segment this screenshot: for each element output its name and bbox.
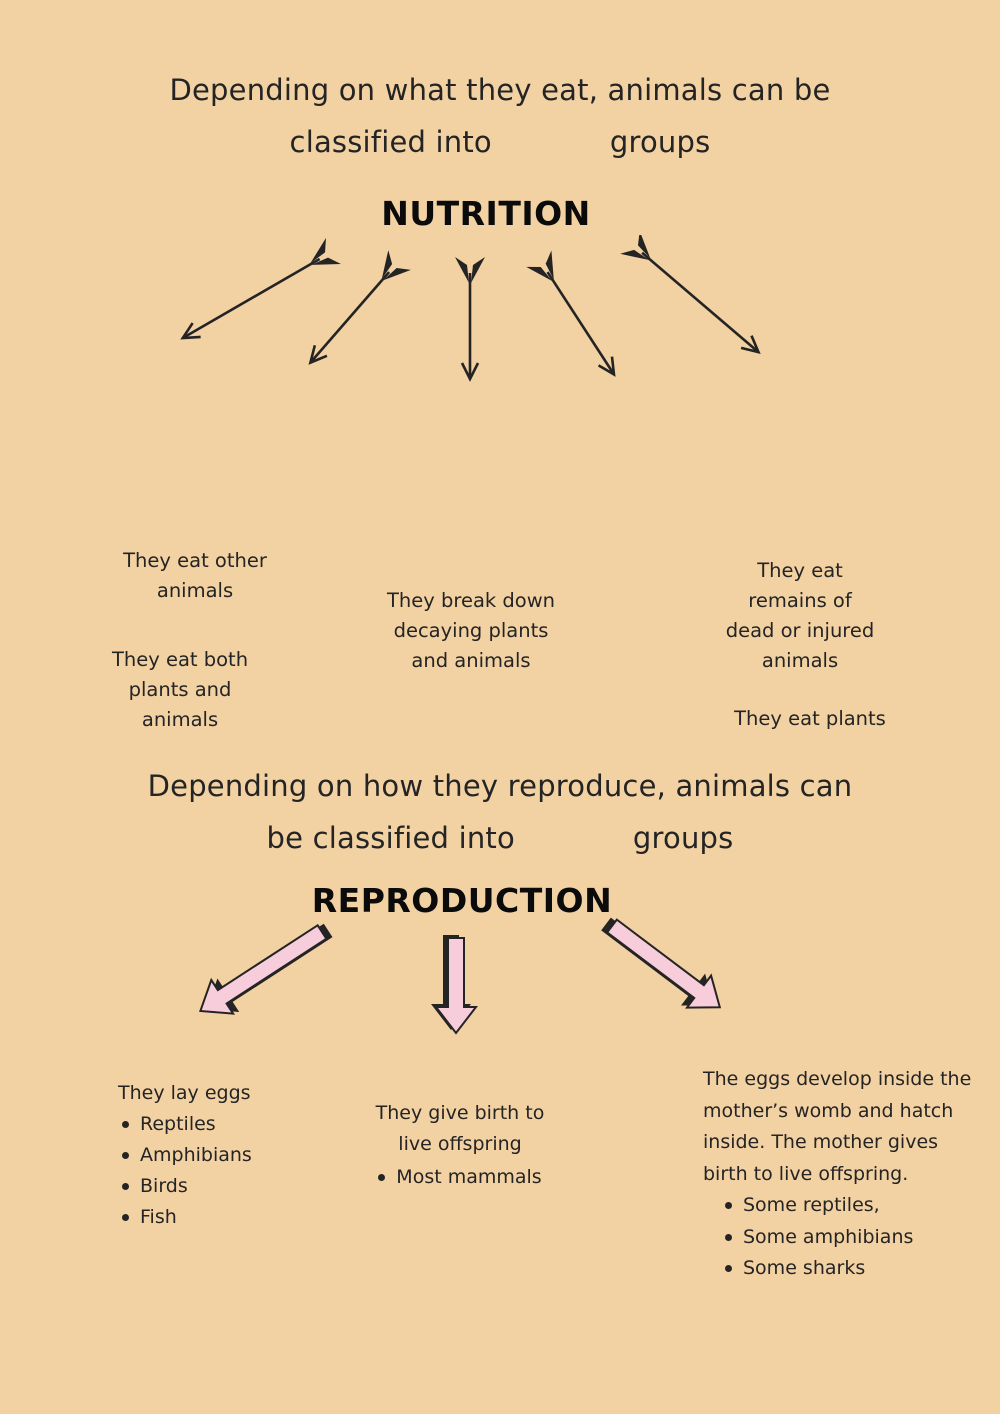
nutrition-label-decomposers: They break down decaying plants and anim… <box>346 586 596 676</box>
text-line: live offspring <box>398 1133 522 1155</box>
reproduction-question-before-blank: be classified into <box>266 821 515 855</box>
nutrition-question-after-blank: groups <box>609 125 711 159</box>
list-item-label: Most mammals <box>396 1166 542 1188</box>
reproduction-question: Depending on how they reproduce, animals… <box>0 760 1000 864</box>
list-item: Some sharks <box>703 1253 995 1285</box>
reproduction-arrow-right-icon <box>601 917 722 1009</box>
list-item: Some amphibians <box>703 1222 995 1254</box>
bullet-icon <box>122 1152 129 1159</box>
text-line: remains of <box>748 589 852 612</box>
reproduction-arrow-left-icon <box>199 923 333 1015</box>
bullet-icon <box>122 1183 129 1190</box>
text-line: animals <box>156 579 234 602</box>
list-item: Reptiles <box>118 1109 348 1140</box>
text-line: animals <box>141 708 219 731</box>
reproduction-block-oviparous: They lay eggs Reptiles Amphibians Birds … <box>118 1078 348 1233</box>
text-line: plants and <box>128 678 232 701</box>
nutrition-question: Depending on what they eat, animals can … <box>0 64 1000 168</box>
nutrition-question-line1: Depending on what they eat, animals can … <box>169 73 831 107</box>
text-line: They give birth to <box>375 1102 545 1124</box>
nutrition-label-carnivores: They eat other animals <box>95 546 295 606</box>
bullet-icon <box>725 1265 732 1273</box>
list-item-label: Some sharks <box>743 1257 866 1279</box>
list-item: Fish <box>118 1202 348 1233</box>
bullet-icon <box>725 1233 732 1241</box>
reproduction-arrow-center-icon <box>431 935 479 1035</box>
text-line: mother’s womb and hatch <box>703 1099 954 1122</box>
bullet-icon <box>122 1121 129 1128</box>
reproduction-question-line1: Depending on how they reproduce, animals… <box>147 769 853 803</box>
text-line: They eat other <box>123 549 267 572</box>
bullet-icon <box>725 1202 732 1210</box>
text-line: They eat plants <box>734 707 886 730</box>
nutrition-arrow-left-icon <box>308 250 411 365</box>
list-item: Some reptiles, <box>703 1190 995 1222</box>
text-line: The eggs develop inside the <box>703 1068 972 1090</box>
reproduction-question-line2: be classified into groups <box>0 812 1000 864</box>
list-item-label: Amphibians <box>140 1144 252 1166</box>
nutrition-label-scavengers: They eat remains of dead or injured anim… <box>690 556 910 676</box>
list-item-label: Fish <box>140 1206 177 1228</box>
reproduction-block-ovoviviparous: The eggs develop inside the mother’s wom… <box>703 1064 995 1285</box>
block-title: They lay eggs <box>118 1082 251 1104</box>
list-item-label: Reptiles <box>140 1113 216 1135</box>
bullet-icon <box>378 1174 386 1181</box>
text-line: They break down <box>386 589 556 612</box>
bullet-icon <box>122 1214 129 1221</box>
text-line: birth to live offspring. <box>703 1162 909 1185</box>
nutrition-question-before-blank: classified into <box>289 125 492 159</box>
reproduction-section-title: REPRODUCTION <box>311 881 613 920</box>
list-item-label: Some amphibians <box>743 1225 914 1248</box>
nutrition-label-herbivores: They eat plants <box>700 704 920 734</box>
text-line: dead or injured <box>725 619 875 642</box>
nutrition-section-title: NUTRITION <box>381 194 591 233</box>
list-item: Birds <box>118 1171 348 1202</box>
nutrition-arrow-far-left-icon <box>180 238 341 340</box>
nutrition-arrows <box>180 235 761 382</box>
nutrition-arrow-right-icon <box>526 250 616 377</box>
reproduction-arrows <box>199 917 722 1035</box>
text-line: animals <box>761 649 839 672</box>
text-line: decaying plants <box>393 619 549 642</box>
text-line: They eat <box>757 559 843 582</box>
nutrition-label-omnivores: They eat both plants and animals <box>80 645 280 735</box>
list-item: Amphibians <box>118 1140 348 1171</box>
nutrition-arrow-far-right-icon <box>620 235 761 355</box>
list-item-label: Birds <box>140 1175 188 1197</box>
list-item: Most mammals <box>345 1162 575 1193</box>
list-item-label: Some reptiles, <box>743 1194 880 1216</box>
nutrition-arrow-center-icon <box>455 257 485 382</box>
text-line: They eat both <box>111 648 249 671</box>
reproduction-block-viviparous: They give birth to live offspring Most m… <box>345 1098 575 1193</box>
text-line: and animals <box>411 649 531 672</box>
reproduction-question-after-blank: groups <box>632 821 734 855</box>
text-line: inside. The mother gives <box>703 1131 939 1153</box>
nutrition-question-line2: classified into groups <box>0 116 1000 168</box>
